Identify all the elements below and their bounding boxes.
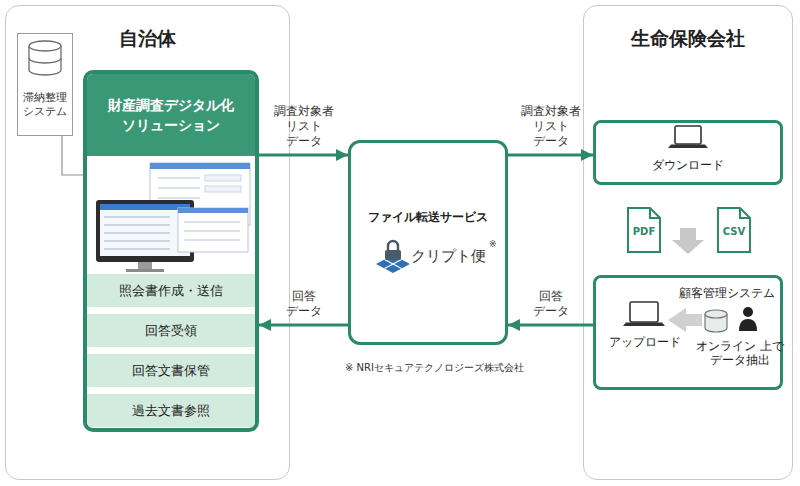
row-line [104, 240, 170, 242]
node-text: ※ [489, 239, 497, 249]
document-outline [628, 208, 660, 252]
window-bar [150, 163, 250, 169]
database-body [29, 46, 61, 75]
edge-label: 調査対象者 リスト データ [521, 104, 581, 149]
logo-tile-line [385, 260, 402, 269]
lock-body [385, 250, 401, 260]
laptop-base [668, 145, 708, 149]
monitor-screen [100, 204, 190, 256]
node-text: 回答文書保管 [87, 354, 255, 387]
person-head [743, 307, 753, 317]
window-rows [184, 222, 240, 240]
database-ring [29, 58, 61, 63]
laptop-screen [630, 302, 658, 322]
database-top [29, 41, 61, 51]
person-body [739, 319, 757, 331]
connector-arrow [62, 136, 83, 175]
node-text: 滞納整理 システム [18, 91, 72, 120]
function-band: 回答文書保管 [87, 354, 255, 387]
row-line [104, 216, 170, 218]
node-text: 回答受領 [87, 314, 255, 347]
laptop-icon [623, 302, 665, 326]
row-line [104, 232, 170, 234]
row-line [158, 197, 200, 199]
window-front [178, 208, 248, 252]
laptop-screen [675, 126, 701, 144]
row-line [158, 187, 200, 189]
document-fold [650, 208, 660, 218]
window-back [150, 163, 250, 225]
node-text: ファイル転送サービス [351, 209, 505, 226]
row-line [184, 230, 240, 232]
laptop-base [623, 323, 665, 327]
logo-icon [376, 241, 410, 273]
monitor-frame [96, 200, 194, 262]
group-box: 生命保険会社ダウンロードアップロード 顧客管理システムオンライン 上で データ抽出 [583, 5, 793, 480]
input-field [205, 175, 241, 181]
node-text: アップロード [600, 334, 690, 351]
row-line [158, 177, 200, 179]
connector-arrow [508, 154, 593, 157]
function-band: 照会書作成・送信 [87, 274, 255, 307]
laptop-icon [668, 126, 708, 148]
row-line [104, 248, 170, 250]
connector-arrow [508, 324, 593, 327]
edge-label: 回答 データ [286, 289, 322, 319]
document-icon [718, 208, 750, 252]
group-box: 自治体滞納整理 システム財産調査デジタル化 ソリューション照会書作成・送信回答受… [5, 5, 290, 480]
process-box: アップロード 顧客管理システムオンライン 上で データ抽出 [593, 275, 783, 390]
monitor-base [126, 269, 164, 272]
service-box: ファイル転送サービスクリプト便※ [348, 140, 508, 345]
screen-rows [104, 217, 170, 249]
input-field [205, 186, 241, 192]
row-line [184, 239, 240, 241]
footnote: ※ NRIセキュアテクノロジーズ株式会社 [345, 361, 524, 375]
screen-illustration [96, 163, 250, 272]
window-rows [158, 178, 200, 198]
logo-tiles [376, 255, 410, 273]
document-outline [718, 208, 750, 252]
lock-shackle [388, 241, 398, 251]
node-text: 生命保険会社 [584, 26, 792, 52]
node-text: 過去文書参照 [87, 394, 255, 427]
row-line [104, 224, 170, 226]
document-fold [740, 208, 750, 218]
node-text: クリプト便 [411, 247, 486, 266]
database-top [705, 310, 727, 318]
database-body [705, 314, 727, 332]
convert-arrow [672, 228, 704, 254]
screen-bar [100, 204, 190, 210]
solution-box: 財産調査デジタル化 ソリューション照会書作成・送信回答受領回答文書保管過去文書参… [83, 70, 259, 432]
function-band: 過去文書参照 [87, 394, 255, 427]
process-box: ダウンロード [593, 120, 783, 185]
connector-arrow [259, 154, 348, 157]
upload-arrow [668, 308, 702, 332]
node-text: ダウンロード [596, 157, 780, 174]
function-band: 回答受領 [87, 314, 255, 347]
database-icon [705, 310, 727, 332]
node-text: 顧客管理システム [672, 285, 782, 302]
node-text: 照会書作成・送信 [87, 274, 255, 307]
node-text: 財産調査デジタル化 ソリューション [87, 74, 255, 156]
document-icon [628, 208, 660, 252]
icon-label: PDF [628, 226, 660, 237]
connector-arrow [259, 324, 348, 327]
logo-tile-line [385, 260, 402, 269]
edge-label: 調査対象者 リスト データ [274, 104, 334, 149]
edge-label: 回答 データ [533, 289, 569, 319]
window-bar [178, 208, 248, 213]
icon-label: CSV [718, 226, 750, 237]
system-box: 滞納整理 システム [17, 33, 73, 136]
database-icon [29, 41, 61, 75]
monitor-stand [138, 262, 152, 270]
node-text: オンライン 上で データ抽出 [696, 340, 784, 368]
row-line [184, 221, 240, 223]
person-icon [739, 307, 757, 331]
